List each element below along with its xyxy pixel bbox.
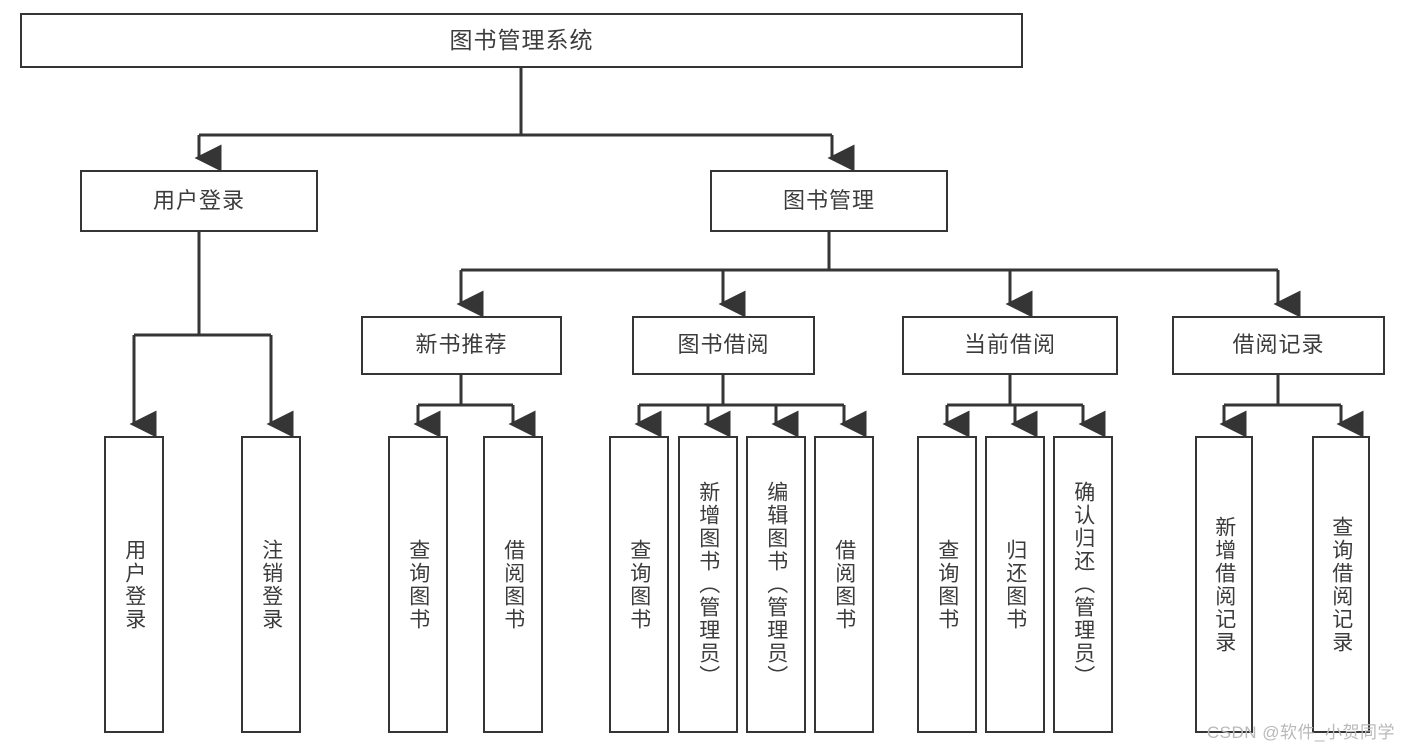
node-label: 编辑图书（管理员） <box>764 481 788 688</box>
node-label: 新增图书（管理员） <box>696 481 720 688</box>
node-label: 借阅记录 <box>1232 332 1325 358</box>
node-label: 查询图书 <box>406 538 430 631</box>
leaf-query-borrow-record[interactable]: 查询借阅记录 <box>1312 436 1370 733</box>
leaf-add-book-admin[interactable]: 新增图书（管理员） <box>678 436 738 733</box>
node-current-borrowing[interactable]: 当前借阅 <box>902 316 1118 375</box>
leaf-query-books-current[interactable]: 查询图书 <box>917 436 977 733</box>
node-label: 新增借阅记录 <box>1212 515 1236 654</box>
node-book-borrowing[interactable]: 图书借阅 <box>632 316 815 375</box>
node-label: 查询借阅记录 <box>1329 515 1353 654</box>
node-label: 图书管理系统 <box>449 26 594 53</box>
leaf-add-borrow-record[interactable]: 新增借阅记录 <box>1195 436 1253 733</box>
node-borrowing-records[interactable]: 借阅记录 <box>1172 316 1385 375</box>
leaf-user-login[interactable]: 用户登录 <box>104 436 164 733</box>
leaf-borrow-books-recommend[interactable]: 借阅图书 <box>483 436 543 733</box>
leaf-return-books[interactable]: 归还图书 <box>985 436 1045 733</box>
node-label: 当前借阅 <box>963 332 1056 358</box>
node-label: 借阅图书 <box>501 538 525 631</box>
leaf-query-books-borrow[interactable]: 查询图书 <box>609 436 669 733</box>
node-label: 查询图书 <box>627 538 651 631</box>
leaf-query-books-recommend[interactable]: 查询图书 <box>388 436 448 733</box>
node-label: 用户登录 <box>122 538 146 631</box>
node-new-book-recommendation[interactable]: 新书推荐 <box>361 316 562 375</box>
leaf-confirm-return-admin[interactable]: 确认归还（管理员） <box>1053 436 1113 733</box>
leaf-logout[interactable]: 注销登录 <box>241 436 301 733</box>
node-user-login[interactable]: 用户登录 <box>80 170 318 232</box>
node-label: 注销登录 <box>259 538 283 631</box>
leaf-edit-book-admin[interactable]: 编辑图书（管理员） <box>746 436 806 733</box>
node-label: 图书管理 <box>782 187 875 213</box>
node-label: 确认归还（管理员） <box>1071 481 1095 688</box>
node-label: 新书推荐 <box>415 332 508 358</box>
node-book-management[interactable]: 图书管理 <box>710 170 948 232</box>
node-label: 查询图书 <box>935 538 959 631</box>
node-label: 用户登录 <box>152 187 245 213</box>
node-label: 图书借阅 <box>677 332 770 358</box>
node-label: 归还图书 <box>1003 538 1027 631</box>
leaf-borrow-books[interactable]: 借阅图书 <box>814 436 874 733</box>
watermark: CSDN @软件_小贺同学 <box>1206 723 1395 742</box>
node-root-library-system[interactable]: 图书管理系统 <box>20 13 1023 68</box>
node-label: 借阅图书 <box>832 538 856 631</box>
